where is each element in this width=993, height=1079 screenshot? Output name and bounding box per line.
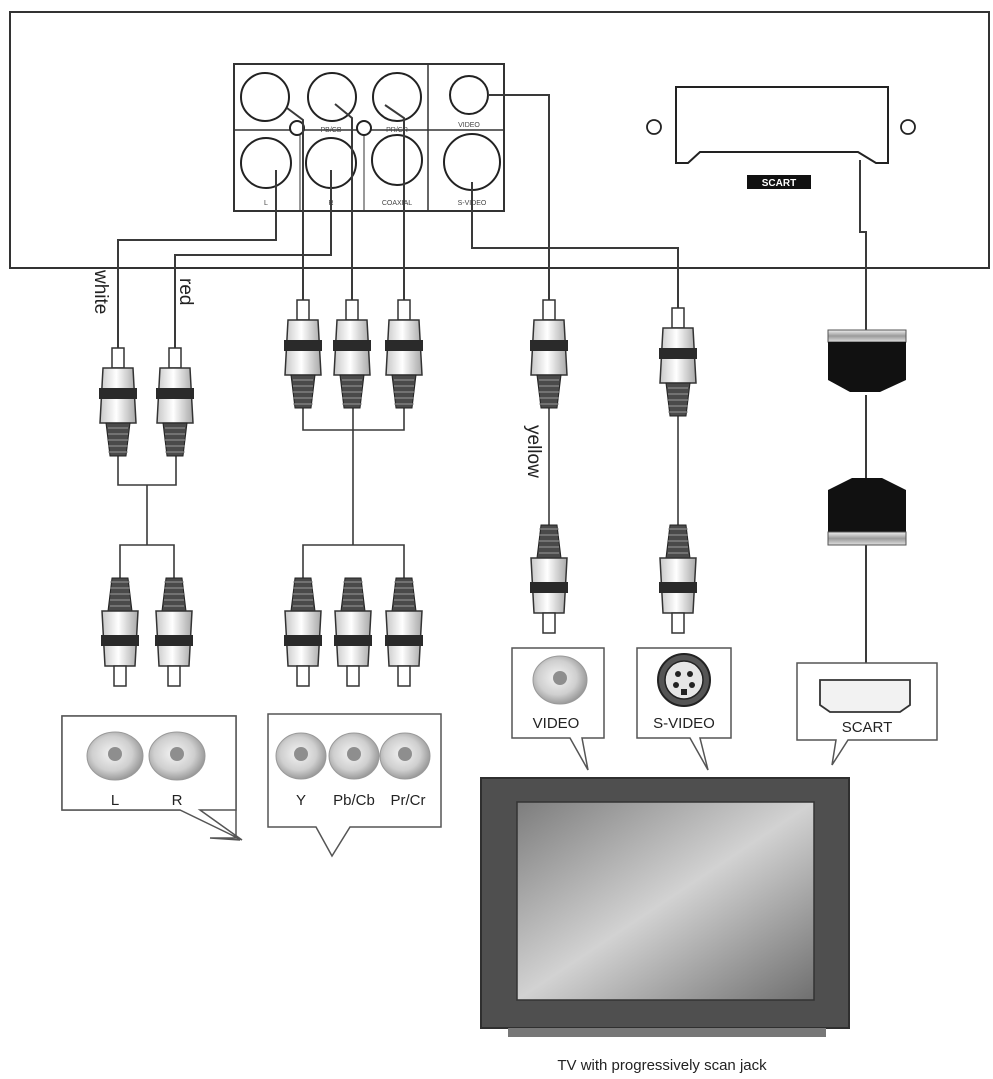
plug-audio-red-tv: [155, 577, 193, 687]
tv-caption: TV with progressively scan jack: [557, 1057, 767, 1074]
tv-label-y: Y: [296, 792, 306, 809]
scart-plug-top: [827, 329, 907, 392]
plug-audio-red-player: [156, 347, 194, 457]
pb-jack: [307, 72, 357, 122]
panel-label-pr: PR/CR: [386, 127, 408, 134]
player-scart-port: SCART: [646, 86, 916, 189]
cable-label-red: red: [175, 278, 196, 305]
tv-label-l: L: [111, 792, 119, 809]
pr-jack: [372, 72, 422, 122]
video-jack: [449, 75, 489, 115]
cable-lines: [117, 94, 867, 663]
coaxial-jack: [371, 134, 423, 186]
tv-scart-input-bubble: SCART: [796, 662, 938, 766]
tv-label-video: VIDEO: [533, 715, 580, 732]
tv-scart-port: [819, 679, 911, 713]
plug-s-video-tv: [659, 524, 697, 634]
y-jack: [240, 72, 290, 122]
plug-video-tv: [530, 524, 568, 634]
plug-pb-player: [333, 299, 371, 409]
tv-screen: [516, 801, 815, 1001]
tv-audio-input-bubble: L R: [61, 715, 243, 841]
plug-pr-tv: [385, 577, 423, 687]
tv-label-pb: Pb/Cb: [333, 792, 375, 809]
panel-label-l: L: [264, 200, 268, 207]
plug-pr-player: [385, 299, 423, 409]
tv-label-r: R: [172, 792, 183, 809]
panel-label-coaxial: COAXIAL: [382, 200, 412, 207]
plug-pb-tv: [334, 577, 372, 687]
panel-label-pb: PB/CB: [320, 127, 341, 134]
tv-label-s-video: S-VIDEO: [653, 715, 715, 732]
plug-s-video-player: [659, 307, 697, 417]
plug-audio-white-tv: [101, 577, 139, 687]
player-back-panel: PB/CB PR/CR VIDEO L R COAXIAL S-VIDEO SC…: [9, 11, 990, 269]
tv-s-video-input-bubble: S-VIDEO: [636, 647, 732, 771]
cable-label-yellow: yellow: [523, 425, 544, 478]
tv-label-pr: Pr/Cr: [391, 792, 426, 809]
tv-video-input-bubble: VIDEO: [511, 647, 605, 771]
plug-y-player: [284, 299, 322, 409]
tv-component-input-bubble: Y Pb/Cb Pr/Cr: [267, 713, 442, 858]
audio-l-jack: [240, 137, 292, 189]
scart-plug-bottom: [827, 478, 907, 546]
tv-label-scart: SCART: [842, 719, 893, 736]
plug-y-tv: [284, 577, 322, 687]
plug-video-player: [530, 299, 568, 409]
panel-label-video: VIDEO: [458, 122, 480, 129]
tv-set: [480, 777, 850, 1037]
cable-label-white: white: [90, 269, 111, 314]
scart-badge: SCART: [762, 178, 796, 189]
s-video-jack: [443, 133, 501, 191]
rca-plugs: [99, 299, 697, 687]
plug-audio-white-player: [99, 347, 137, 457]
